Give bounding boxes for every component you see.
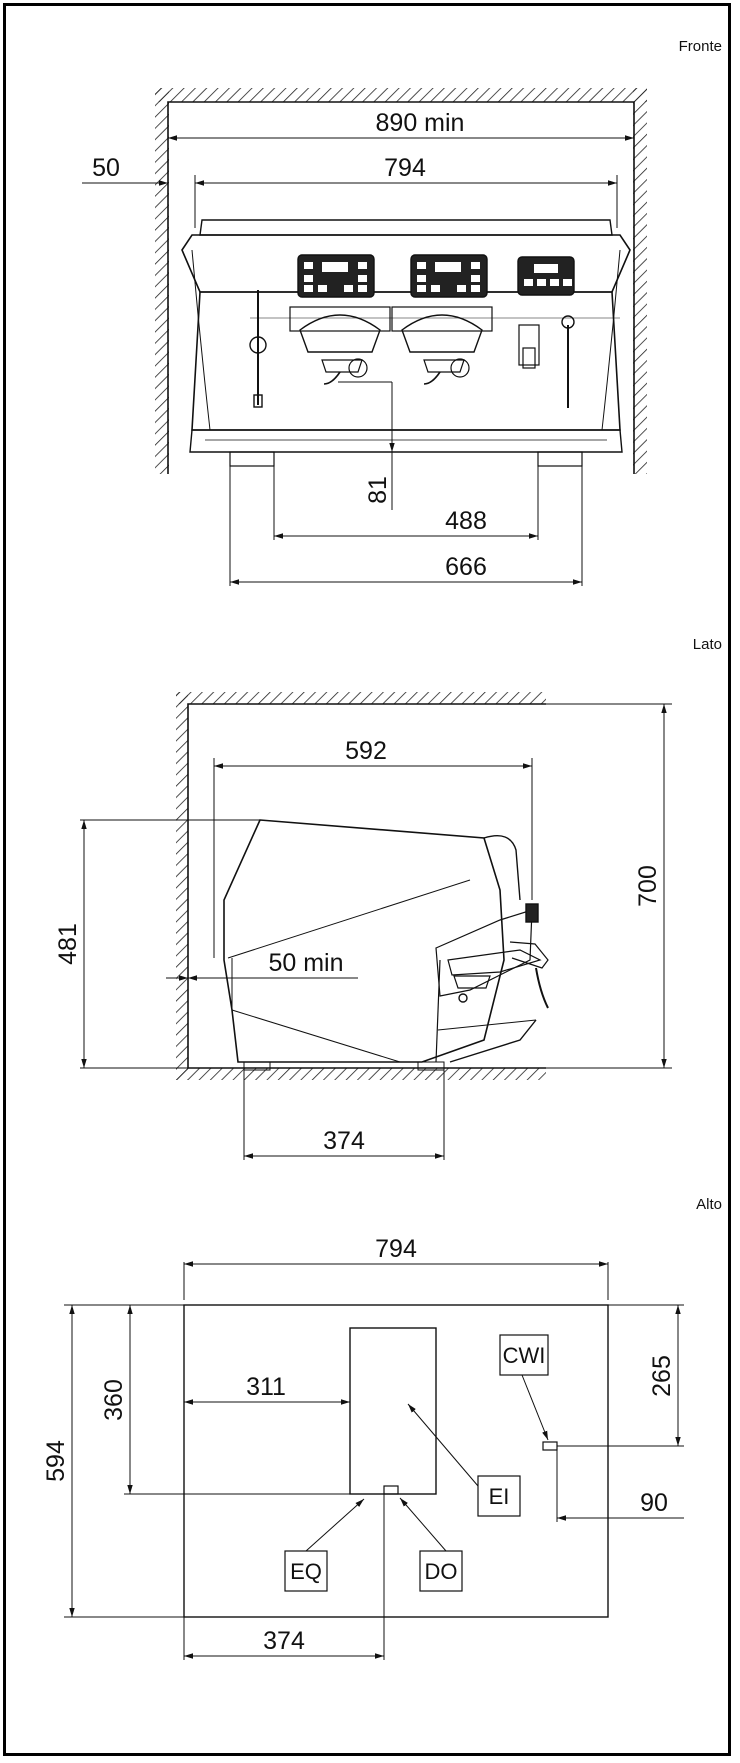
front-wall-right bbox=[633, 88, 647, 474]
top-view-label: Alto bbox=[696, 1196, 722, 1213]
front-view-label: Fronte bbox=[678, 38, 722, 55]
cwi-marker bbox=[542, 1441, 558, 1451]
dim-height-machine: 481 bbox=[54, 923, 82, 965]
sheet-border bbox=[3, 3, 731, 1756]
water-tank-outline bbox=[349, 1327, 437, 1495]
dim-top-feet: 374 bbox=[263, 1627, 305, 1655]
dim-feet-outer: 666 bbox=[445, 553, 487, 581]
dim-height: 81 bbox=[364, 476, 392, 504]
dim-side-feet: 374 bbox=[323, 1127, 365, 1155]
dim-machine-width: 794 bbox=[384, 154, 426, 182]
side-view-label: Lato bbox=[692, 636, 722, 653]
dim-wall-gap-min: 50 min bbox=[268, 949, 343, 977]
code-ei: EI bbox=[489, 1484, 510, 1509]
dim-top-depth: 594 bbox=[42, 1440, 70, 1482]
dim-cwi-x: 90 bbox=[640, 1489, 668, 1517]
dim-width-min: 890 min bbox=[376, 109, 465, 137]
front-wall-left bbox=[155, 88, 169, 474]
front-view bbox=[82, 88, 647, 586]
front-wall-top bbox=[155, 88, 647, 102]
drain-outlet-marker bbox=[383, 1485, 399, 1495]
dim-drain-y: 360 bbox=[100, 1379, 128, 1421]
do-label-box bbox=[419, 1550, 463, 1592]
code-cwi: CWI bbox=[503, 1343, 546, 1368]
code-do: DO bbox=[425, 1559, 458, 1584]
top-view bbox=[64, 1261, 684, 1660]
dim-wall-gap: 50 bbox=[92, 154, 120, 182]
dim-depth: 592 bbox=[345, 737, 387, 765]
side-view bbox=[80, 692, 672, 1160]
dim-drain-x: 311 bbox=[246, 1373, 286, 1401]
top-outline bbox=[183, 1304, 609, 1618]
dim-height-total: 700 bbox=[634, 865, 662, 907]
dim-feet-inner: 488 bbox=[445, 507, 487, 535]
dim-top-width: 794 bbox=[375, 1235, 417, 1263]
cwi-label-box bbox=[499, 1334, 549, 1376]
code-eq: EQ bbox=[290, 1559, 322, 1584]
dim-cwi-y: 265 bbox=[648, 1355, 676, 1397]
ei-label-box bbox=[477, 1475, 521, 1517]
